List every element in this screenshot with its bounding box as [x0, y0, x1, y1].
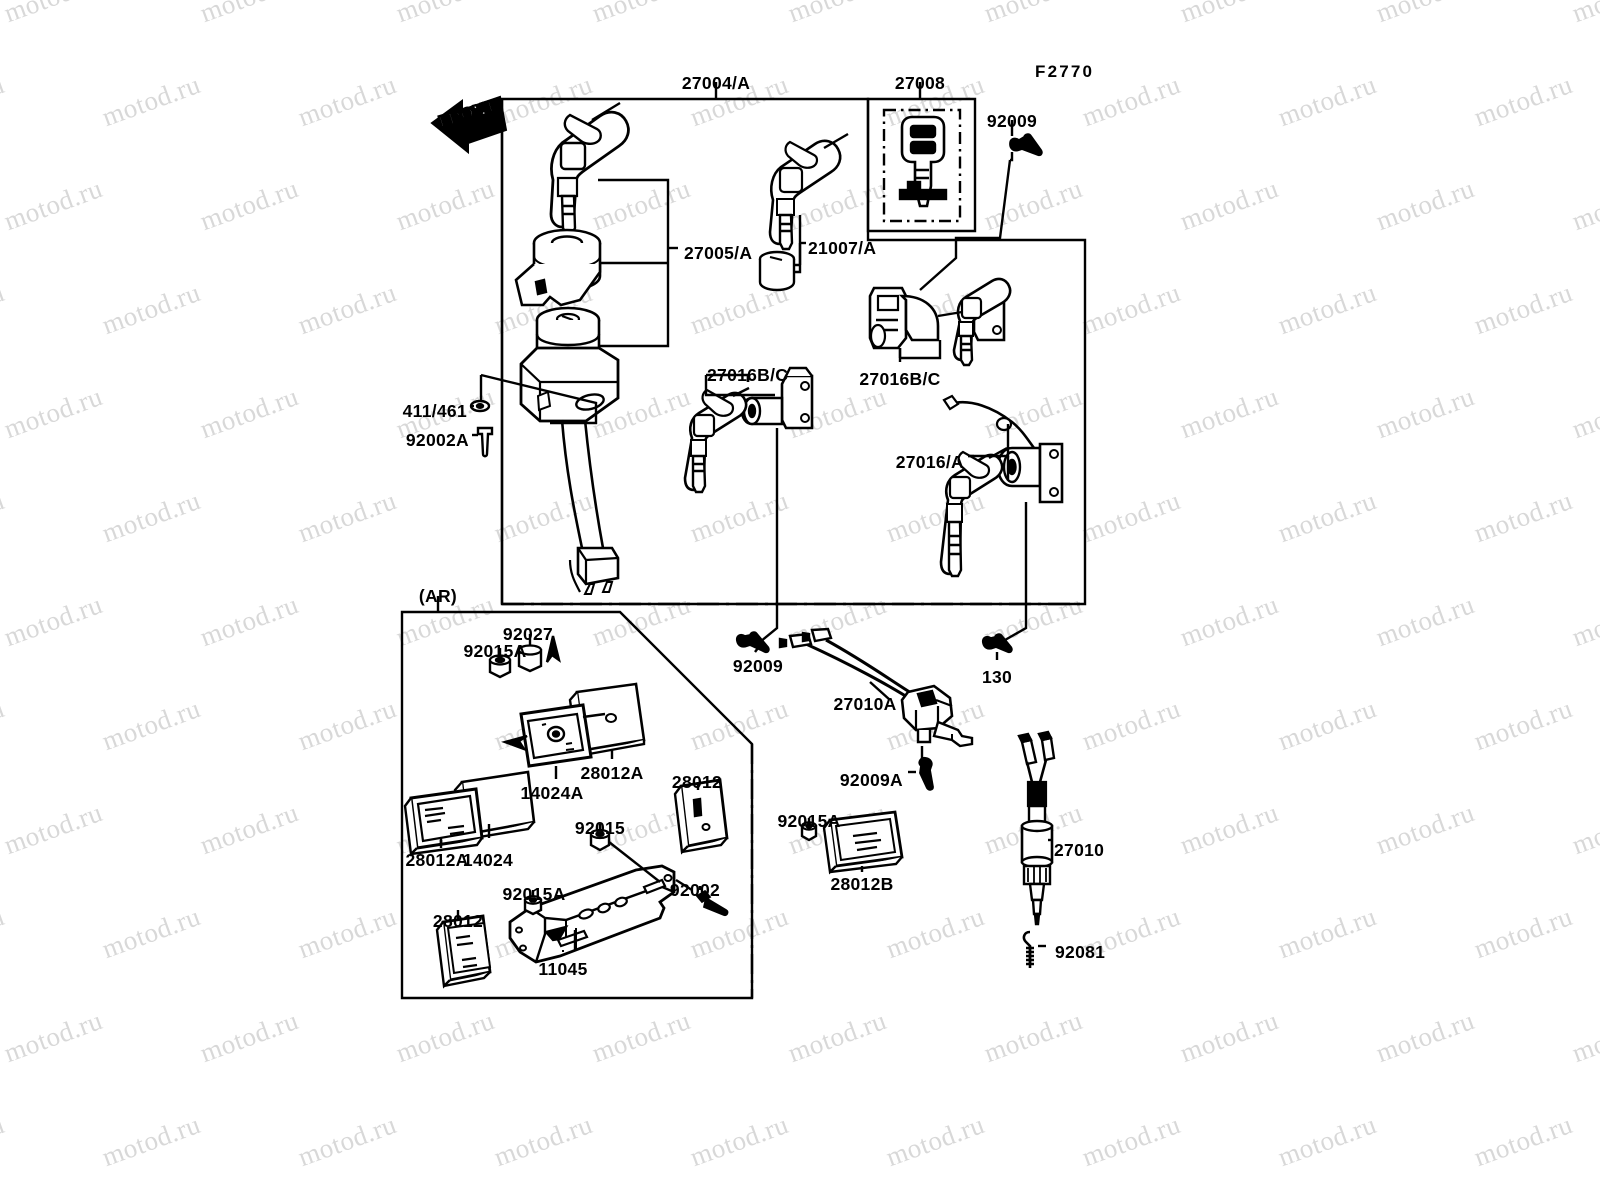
part-number-spring: 92081	[1055, 942, 1106, 962]
part-number-reflector-3: 28012	[432, 911, 484, 931]
part-number-screw: 92009	[986, 111, 1038, 131]
part-number-ignition-switch: 27005/A	[684, 243, 753, 263]
part-number-reflector-lens: 28012A	[580, 763, 644, 783]
part-number-helmet-lock-right: 27016B/C	[859, 369, 941, 389]
part-number-screw-a: 92009A	[839, 770, 903, 790]
part-number-fuel-cap-lock: 21007/A	[808, 238, 877, 258]
part-number-nut: 92015A	[777, 811, 841, 831]
part-number-seat-lock: 27016/A	[895, 452, 964, 472]
part-number-washer: 411/461	[402, 401, 467, 421]
part-number-key-blank: 27008	[894, 73, 946, 93]
part-number-main-assembly: 27004/A	[681, 73, 751, 93]
part-number-helmet-lock-left: 27016B/C	[707, 365, 789, 385]
part-number-reflector-cover: 14024A	[520, 783, 584, 803]
part-number-switch-lead: 27010A	[833, 694, 897, 714]
part-number-reflector: 28012	[671, 772, 723, 792]
part-number-reflector-lens-2: 28012A	[405, 850, 469, 870]
part-number-spark-plug-cap: 27010	[1054, 840, 1105, 860]
part-number-bolt-2: 92002	[669, 880, 721, 900]
part-number-reflector-cover-2: 14024	[462, 850, 514, 870]
part-number-nut-2: 92015A	[502, 884, 566, 904]
part-number-bracket: 11045	[538, 959, 588, 979]
part-number-bolt-flanged: 130	[981, 667, 1013, 687]
part-number-bolt: 92002A	[405, 430, 469, 450]
part-number-sheet-code: F2770	[1035, 62, 1095, 81]
part-number-collar: 92027	[502, 624, 554, 644]
part-number-nut: 92015A	[463, 641, 527, 661]
part-number-reflector-b: 28012B	[830, 874, 894, 894]
part-number-nut-plain: 92015	[574, 818, 626, 838]
part-number-alt-box: (AR)	[418, 586, 458, 606]
part-number-screw: 92009	[732, 656, 784, 676]
